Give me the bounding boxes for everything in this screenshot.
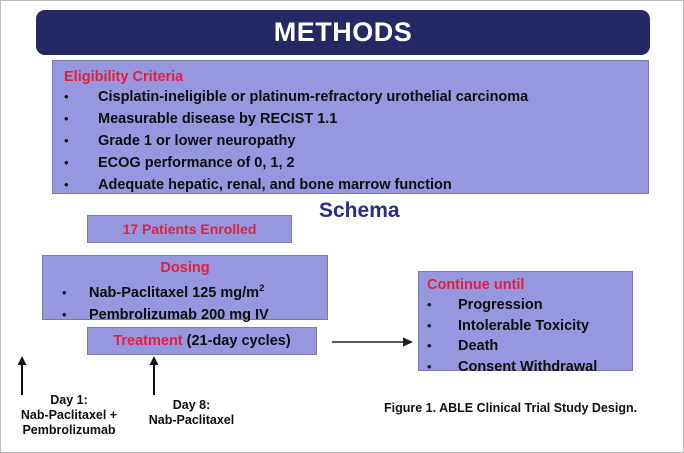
bullet-icon: • [64, 133, 69, 148]
dosing-drug-dose: 200 mg IV [201, 306, 269, 323]
bullet-icon: • [427, 358, 432, 374]
bullet-icon: • [427, 317, 432, 333]
eligibility-item-text: Cisplatin-ineligible or platinum-refract… [98, 89, 529, 105]
continue-until-title: Continue until [427, 277, 525, 293]
list-item: • Death [427, 336, 632, 357]
eligibility-criteria-panel: Eligibility Criteria • Cisplatin-ineligi… [52, 60, 649, 194]
dosing-title: Dosing [160, 260, 210, 276]
continue-item-text: Intolerable Toxicity [458, 317, 590, 334]
continue-item-text: Consent Withdrawal [458, 358, 598, 375]
dosing-drug-name: Nab-Paclitaxel [89, 284, 189, 301]
list-item: • Pembrolizumab 200 mg IV [43, 304, 327, 326]
treatment-label-emphasis: Treatment [113, 333, 183, 349]
continue-item-text: Progression [458, 297, 543, 313]
list-item: • Cisplatin-ineligible or platinum-refra… [64, 86, 648, 108]
list-item: • Grade 1 or lower neuropathy [64, 130, 648, 152]
day8-drugs-line1: Nab-Paclitaxel [148, 413, 235, 427]
dosing-drug-dose: 125 mg/m [192, 284, 260, 301]
schema-heading: Schema [319, 199, 400, 222]
bullet-icon: • [427, 338, 432, 353]
list-item: • Consent Withdrawal [427, 357, 632, 378]
eligibility-list: • Cisplatin-ineligible or platinum-refra… [53, 86, 648, 196]
bullet-icon: • [62, 306, 67, 322]
patients-enrolled-label: 17 Patients Enrolled [122, 221, 257, 237]
patients-enrolled-box: 17 Patients Enrolled [87, 215, 292, 243]
list-item: • Intolerable Toxicity [427, 316, 632, 337]
figure-caption: Figure 1. ABLE Clinical Trial Study Desi… [384, 401, 638, 415]
list-item: • ECOG performance of 0, 1, 2 [64, 152, 648, 174]
flow-arrow-right-icon [332, 337, 413, 347]
day1-label: Day 1: [50, 393, 88, 407]
dosing-item-text: Pembrolizumab 200 mg IV [89, 305, 269, 326]
bullet-icon: • [64, 177, 69, 192]
dosing-list: • Nab-Paclitaxel 125 mg/m2 • Pembrolizum… [43, 278, 327, 326]
dosing-item-text: Nab-Paclitaxel 125 mg/m2 [89, 278, 264, 304]
bullet-icon: • [64, 155, 69, 170]
list-item: • Adequate hepatic, renal, and bone marr… [64, 174, 648, 196]
day8-annotation: Day 8: Nab-Paclitaxel [129, 398, 254, 428]
bullet-icon: • [62, 284, 67, 300]
list-item: • Measurable disease by RECIST 1.1 [64, 108, 648, 130]
continue-until-panel: Continue until • Progression • Intolerab… [418, 271, 633, 375]
continue-until-list: • Progression • Intolerable Toxicity • D… [419, 295, 632, 377]
eligibility-item-text: Adequate hepatic, renal, and bone marrow… [98, 177, 452, 193]
day1-arrow-up-icon [17, 356, 27, 395]
eligibility-item-text: ECOG performance of 0, 1, 2 [98, 155, 295, 171]
dosing-panel: Dosing • Nab-Paclitaxel 125 mg/m2 • Pemb… [42, 255, 328, 323]
treatment-label-detail: (21-day cycles) [182, 333, 291, 349]
slide-title-bar: METHODS [36, 10, 650, 55]
list-item: • Nab-Paclitaxel 125 mg/m2 [43, 278, 327, 304]
treatment-box: Treatment (21-day cycles) [87, 327, 317, 355]
day1-drugs-line2: Pembrolizumab [22, 423, 116, 437]
treatment-label: Treatment (21-day cycles) [113, 333, 290, 349]
day8-label: Day 8: [172, 398, 211, 412]
day1-drugs-line1: Nab-Paclitaxel + [20, 408, 118, 422]
list-item: • Progression [427, 295, 632, 316]
day1-annotation: Day 1: Nab-Paclitaxel + Pembrolizumab [1, 393, 137, 438]
continue-item-text: Death [458, 338, 499, 354]
dosing-drug-name: Pembrolizumab [89, 306, 197, 323]
day8-arrow-up-icon [149, 356, 159, 395]
dosing-dose-exponent: 2 [259, 283, 265, 294]
bullet-icon: • [427, 297, 432, 312]
page-title: METHODS [273, 17, 413, 47]
eligibility-item-text: Measurable disease by RECIST 1.1 [98, 111, 338, 127]
bullet-icon: • [64, 111, 69, 126]
eligibility-item-text: Grade 1 or lower neuropathy [98, 133, 296, 149]
eligibility-title: Eligibility Criteria [64, 69, 184, 85]
bullet-icon: • [64, 89, 69, 104]
